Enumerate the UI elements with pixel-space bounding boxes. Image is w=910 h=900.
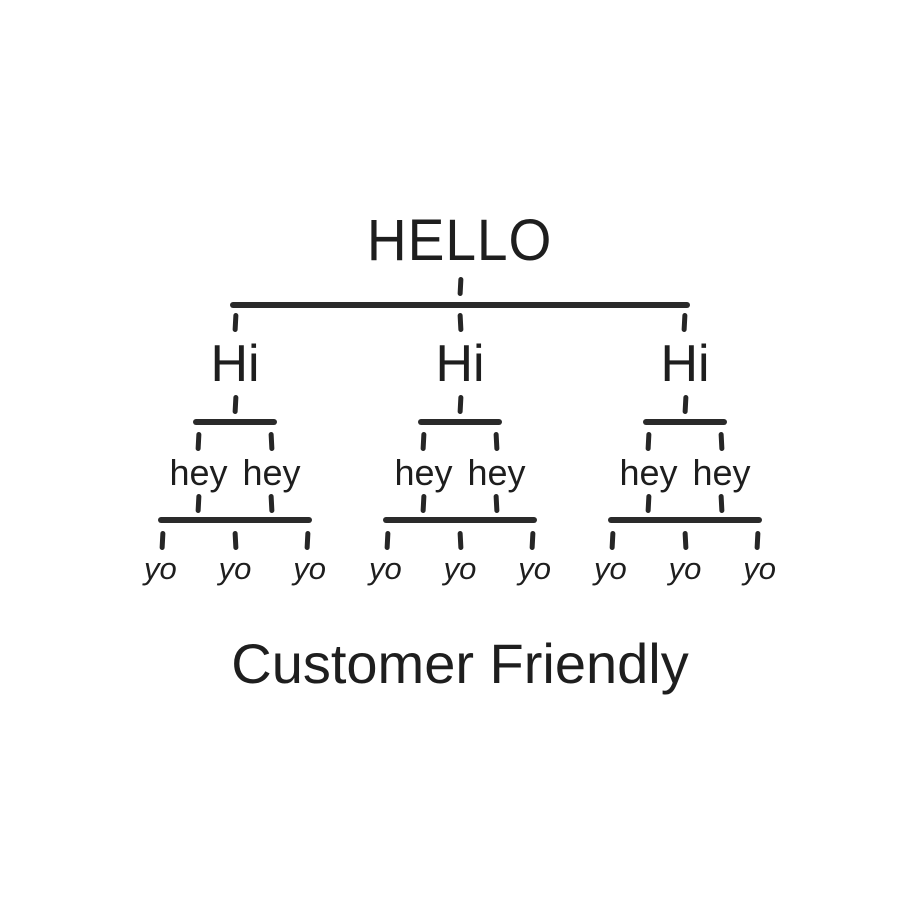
- level2-horizontal-bar: [193, 419, 277, 425]
- sub-label: hey: [169, 452, 228, 493]
- level2-connector-dashes: [643, 431, 727, 452]
- leaf-label-row: yo yo yo: [594, 553, 776, 584]
- branch-connector-dash: [232, 394, 238, 415]
- branch: Hi hey hey: [573, 332, 798, 584]
- leaf-label: yo: [369, 551, 402, 586]
- leaf-label: yo: [218, 551, 252, 586]
- leaf-label: yo: [594, 551, 627, 586]
- connector-dash: [268, 493, 275, 514]
- connector-dash: [420, 493, 427, 514]
- sub-label-row: hey hey: [394, 455, 525, 491]
- connector-dash: [195, 493, 202, 514]
- branch: Hi hey hey: [348, 332, 573, 584]
- leaf-label: yo: [743, 551, 776, 586]
- leaf-connector-dashes: [158, 530, 312, 551]
- leaf-connector-dashes: [383, 530, 537, 551]
- leaf-label: yo: [518, 551, 551, 586]
- level1-connector-dashes: [230, 312, 690, 333]
- level1-horizontal-bar: [230, 302, 690, 308]
- level2-horizontal-bar: [643, 419, 727, 425]
- connector-dash: [493, 493, 500, 514]
- connector-dash: [529, 530, 536, 551]
- level3-horizontal-bar: [608, 517, 762, 523]
- connector-dash: [718, 493, 725, 514]
- leaf-label-row: yo yo yo: [144, 553, 326, 584]
- connector-dash: [493, 431, 500, 452]
- level2-horizontal-bar: [418, 419, 502, 425]
- root-connector-dash: [457, 276, 463, 297]
- connector-dash: [384, 530, 391, 551]
- sub-label: hey: [242, 452, 301, 493]
- leaf-label: yo: [293, 551, 326, 586]
- branch-label: Hi: [435, 335, 485, 393]
- level3-connector-dashes: [643, 493, 727, 514]
- level3-horizontal-bar: [383, 517, 537, 523]
- sub-label: hey: [467, 452, 526, 493]
- level3-connector-dashes: [418, 493, 502, 514]
- level3-connector-dashes: [193, 493, 277, 514]
- leaf-label: yo: [144, 551, 177, 586]
- branch-label: Hi: [210, 335, 260, 393]
- level2-connector-dashes: [418, 431, 502, 452]
- root-label: HELLO: [367, 208, 553, 273]
- branch-connector-dash: [682, 394, 688, 415]
- connector-dash: [457, 530, 463, 551]
- leaf-label: yo: [443, 551, 477, 586]
- level3-horizontal-bar: [158, 517, 312, 523]
- connector-dash: [304, 530, 311, 551]
- connector-dash: [232, 312, 239, 333]
- branch: Hi hey hey: [123, 332, 348, 584]
- branch-connector-dash: [457, 394, 463, 415]
- connector-dash: [645, 431, 652, 452]
- branches-row: Hi hey hey: [123, 332, 798, 584]
- sub-label: hey: [394, 452, 453, 493]
- sub-label: hey: [619, 452, 678, 493]
- connector-dash: [268, 431, 275, 452]
- connector-dash: [682, 530, 688, 551]
- leaf-connector-dashes: [608, 530, 762, 551]
- connector-dash: [195, 431, 202, 452]
- connector-dash: [681, 312, 688, 333]
- connector-dash: [420, 431, 427, 452]
- connector-dash: [457, 312, 463, 333]
- caption: Customer Friendly: [231, 632, 689, 695]
- sub-label-row: hey hey: [169, 455, 300, 491]
- level2-connector-dashes: [193, 431, 277, 452]
- branch-label: Hi: [660, 335, 710, 393]
- connector-dash: [718, 431, 725, 452]
- connector-dash: [232, 530, 238, 551]
- sub-label: hey: [692, 452, 751, 493]
- leaf-label: yo: [668, 551, 702, 586]
- connector-dash: [645, 493, 652, 514]
- sub-label-row: hey hey: [619, 455, 750, 491]
- org-chart: HELLO Hi hey hey: [10, 212, 910, 692]
- connector-dash: [159, 530, 166, 551]
- connector-dash: [609, 530, 616, 551]
- connector-dash: [754, 530, 761, 551]
- leaf-label-row: yo yo yo: [369, 553, 551, 584]
